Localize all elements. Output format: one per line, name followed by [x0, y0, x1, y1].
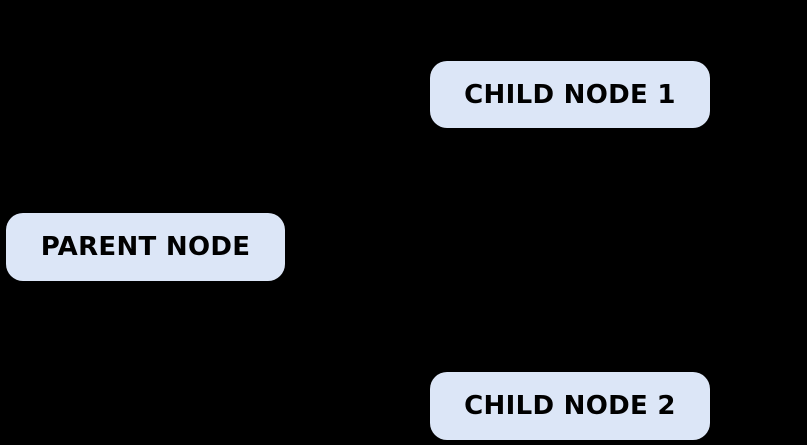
- node-child-1-label: CHILD NODE 1: [464, 79, 676, 110]
- node-child-2-label: CHILD NODE 2: [464, 391, 676, 421]
- node-parent-label: PARENT NODE: [40, 232, 251, 262]
- node-child-2[interactable]: CHILD NODE 2: [430, 372, 710, 440]
- node-parent[interactable]: PARENT NODE: [6, 213, 285, 281]
- node-child-1[interactable]: CHILD NODE 1: [430, 61, 710, 128]
